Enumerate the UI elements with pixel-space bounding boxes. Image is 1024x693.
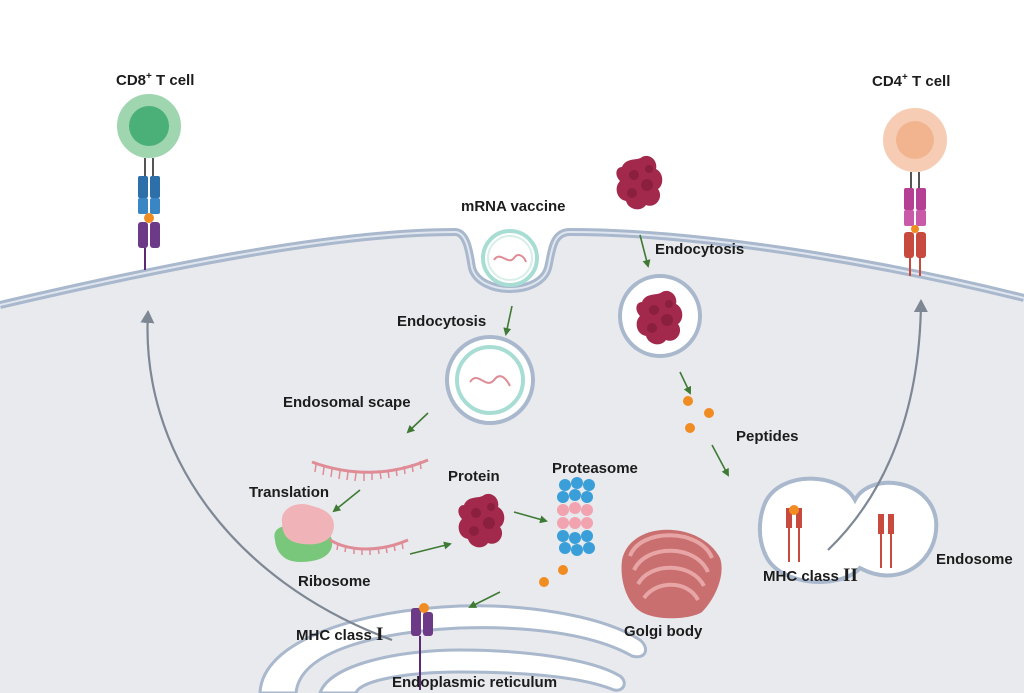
mhc-class-2-loaded <box>786 505 802 562</box>
mhc2-to-cd4-arrow <box>827 299 928 551</box>
mhc1-to-cd8-arrow <box>140 310 393 642</box>
mhc-class-2-label: MHC class II <box>763 565 858 586</box>
endosome-label: Endosome <box>936 551 1013 568</box>
proteasome-label: Proteasome <box>552 460 638 477</box>
ribosome <box>274 503 409 562</box>
translation-label: Translation <box>249 484 329 501</box>
proteasome <box>557 477 595 556</box>
endocytosed-mrna-vesicle <box>445 335 535 425</box>
cd4-t-cell-label: CD4+ T cell <box>872 72 950 90</box>
cd4-t-cell <box>881 106 949 276</box>
endoplasmic-reticulum-label: Endoplasmic reticulum <box>392 674 557 691</box>
pathway-arrows <box>332 234 729 608</box>
mhc-class-1-label: MHC class I <box>296 624 383 645</box>
peptides <box>683 396 714 433</box>
mhc-class-2-empty <box>878 514 894 568</box>
mrna-strand <box>311 458 429 482</box>
cd8-t-cell-label: CD8+ T cell <box>116 71 194 89</box>
cd8-t-cell <box>115 92 183 270</box>
endocytosed-protein-vesicle <box>618 274 702 358</box>
proteasome-peptides <box>539 565 568 587</box>
endosomal-scape-label: Endosomal scape <box>283 394 411 411</box>
golgi-body-label: Golgi body <box>624 623 703 640</box>
cell <box>0 227 1024 693</box>
ribosome-label: Ribosome <box>298 573 371 590</box>
mhc-class-1 <box>411 603 433 690</box>
mrna-vaccine-label: mRNA vaccine <box>461 198 566 215</box>
protein-label: Protein <box>448 468 500 485</box>
endocytosis-protein-label: Endocytosis <box>655 241 744 258</box>
endocytosis-mrna-label: Endocytosis <box>397 313 486 330</box>
external-protein-antigen <box>616 155 663 210</box>
peptides-label: Peptides <box>736 428 799 445</box>
endosome <box>757 476 939 584</box>
golgi-body <box>621 529 722 619</box>
mrna-vaccine-vesicle <box>481 229 539 287</box>
endoplasmic-reticulum <box>258 604 648 693</box>
